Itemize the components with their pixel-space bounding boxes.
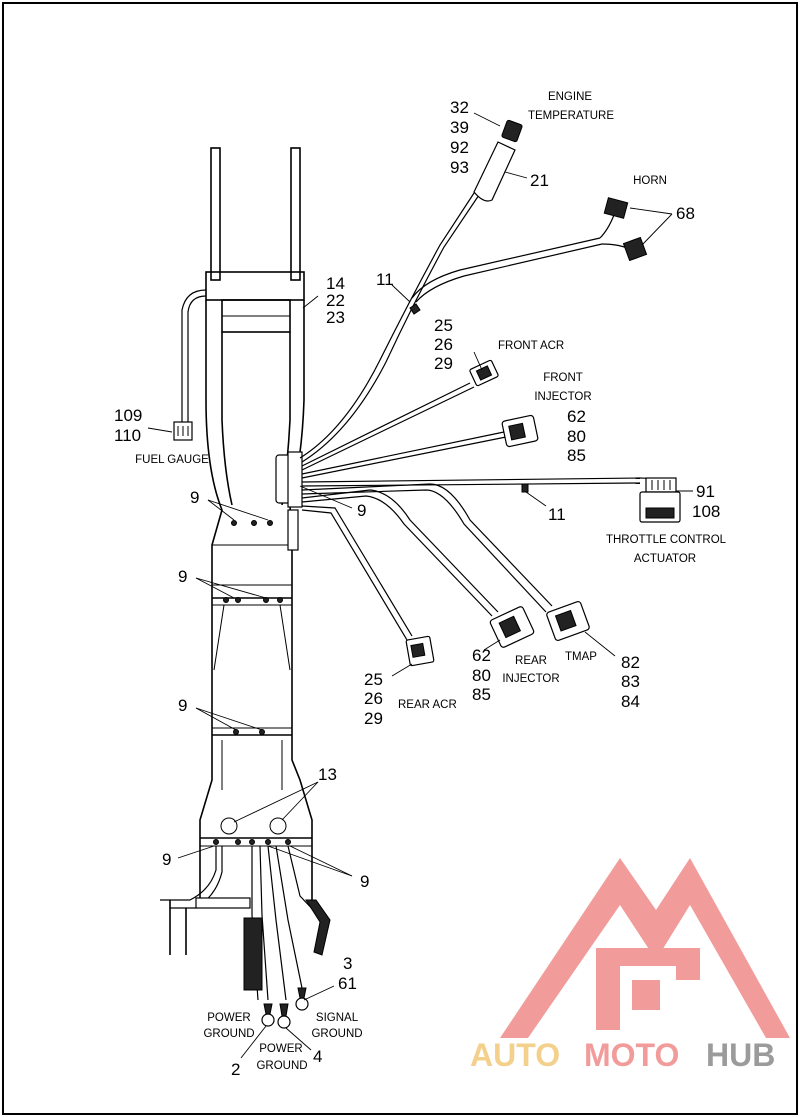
throttle-control-label-1: THROTTLE CONTROL bbox=[606, 534, 727, 546]
power-ground-left-label-1: POWER bbox=[207, 1012, 250, 1024]
signal-ground-terminal bbox=[295, 997, 309, 1011]
callout-9-b: 9 bbox=[357, 501, 366, 520]
callout-110: 110 bbox=[114, 426, 141, 445]
power-ground-right-label-1: POWER bbox=[259, 1043, 302, 1055]
callout-9-f: 9 bbox=[360, 872, 369, 891]
tmap-label: TMAP bbox=[565, 651, 597, 663]
callout-62-front: 62 bbox=[567, 407, 586, 426]
power-ground-terminal-left bbox=[261, 1013, 275, 1027]
callout-108: 108 bbox=[692, 502, 720, 521]
power-ground-terminal-right bbox=[277, 1015, 291, 1029]
fuel-gauge-lead bbox=[173, 289, 207, 441]
callout-21: 21 bbox=[530, 171, 549, 190]
callout-80-rear: 80 bbox=[472, 666, 491, 685]
logo-triangle-outer bbox=[500, 858, 790, 1038]
rear-acr-connector bbox=[405, 635, 435, 667]
callout-14: 14 bbox=[326, 274, 345, 293]
throttle-control-label-2: ACTUATOR bbox=[634, 553, 696, 565]
fuel-gauge-label: FUEL GAUGE bbox=[135, 454, 209, 466]
callout-13: 13 bbox=[318, 765, 337, 784]
callout-80-front: 80 bbox=[567, 427, 586, 446]
watermark-logo: AUTO MOTO HUB bbox=[470, 858, 790, 1073]
power-ground-left-label-2: GROUND bbox=[203, 1028, 254, 1040]
callout-9-c: 9 bbox=[178, 567, 187, 586]
callout-26-rear: 26 bbox=[364, 689, 383, 708]
callout-3: 3 bbox=[343, 954, 352, 973]
tmap-connector bbox=[546, 600, 590, 642]
callout-9-d: 9 bbox=[178, 696, 187, 715]
callout-25-rear: 25 bbox=[364, 670, 383, 689]
rear-injector-label-1: REAR bbox=[515, 655, 547, 667]
callout-91: 91 bbox=[696, 482, 715, 501]
callout-85-front: 85 bbox=[567, 446, 586, 465]
callout-32: 32 bbox=[450, 98, 469, 117]
front-acr-label: FRONT ACR bbox=[498, 340, 564, 352]
front-injector-label-2: INJECTOR bbox=[534, 391, 591, 403]
callout-26-front: 26 bbox=[434, 335, 453, 354]
callout-61: 61 bbox=[338, 974, 357, 993]
horn-connectors bbox=[603, 197, 648, 262]
watermark-hub: HUB bbox=[706, 1037, 775, 1073]
watermark-auto: AUTO bbox=[470, 1037, 560, 1073]
engine-temperature-label-2: TEMPERATURE bbox=[528, 110, 614, 122]
callout-93: 93 bbox=[450, 158, 469, 177]
front-injector-connector bbox=[501, 414, 539, 448]
leader-lines bbox=[147, 112, 693, 1059]
callout-labels: 32 39 92 93 ENGINE TEMPERATURE 21 HORN 6… bbox=[114, 91, 727, 1079]
callout-2: 2 bbox=[231, 1060, 240, 1079]
callout-68: 68 bbox=[676, 204, 695, 223]
rear-injector-label-2: INJECTOR bbox=[502, 673, 559, 685]
callout-84: 84 bbox=[621, 692, 640, 711]
callout-29-front: 29 bbox=[434, 354, 453, 373]
callout-22: 22 bbox=[326, 291, 345, 310]
lower-harness bbox=[160, 845, 331, 1029]
engine-temperature-sensor bbox=[473, 119, 523, 202]
callout-4: 4 bbox=[313, 1047, 322, 1066]
callout-23: 23 bbox=[326, 308, 345, 327]
callout-62-rear: 62 bbox=[472, 646, 491, 665]
horn-label: HORN bbox=[633, 175, 667, 187]
frame-clips bbox=[213, 520, 291, 845]
front-injector-label-1: FRONT bbox=[543, 372, 583, 384]
callout-83: 83 bbox=[621, 672, 640, 691]
power-ground-right-label-2: GROUND bbox=[256, 1060, 307, 1072]
callout-11-top: 11 bbox=[376, 270, 394, 289]
power-ground-boot bbox=[243, 917, 263, 991]
harness-junction bbox=[275, 451, 303, 508]
harness-branches bbox=[299, 189, 663, 641]
callout-92: 92 bbox=[450, 138, 469, 157]
motorcycle-frame bbox=[199, 147, 313, 900]
rear-acr-label: REAR ACR bbox=[398, 699, 457, 711]
callout-39: 39 bbox=[450, 118, 469, 137]
watermark-moto: MOTO bbox=[584, 1037, 679, 1073]
callout-82: 82 bbox=[621, 653, 640, 672]
callout-29-rear: 29 bbox=[364, 709, 383, 728]
engine-temperature-label-1: ENGINE bbox=[548, 91, 592, 103]
front-acr-connector bbox=[469, 359, 499, 387]
callout-25-front: 25 bbox=[434, 316, 453, 335]
callout-11-bottom: 11 bbox=[548, 505, 566, 524]
throttle-control-actuator-connector bbox=[639, 477, 681, 523]
signal-ground-label-2: GROUND bbox=[311, 1028, 362, 1040]
rear-injector-connector bbox=[489, 606, 535, 648]
signal-ground-boot bbox=[305, 899, 331, 956]
callout-9-a: 9 bbox=[190, 488, 199, 507]
signal-ground-label-1: SIGNAL bbox=[316, 1012, 359, 1024]
callout-9-e: 9 bbox=[162, 850, 171, 869]
logo-inner-mark bbox=[596, 948, 700, 1030]
callout-85-rear: 85 bbox=[472, 685, 491, 704]
callout-109: 109 bbox=[114, 406, 142, 425]
